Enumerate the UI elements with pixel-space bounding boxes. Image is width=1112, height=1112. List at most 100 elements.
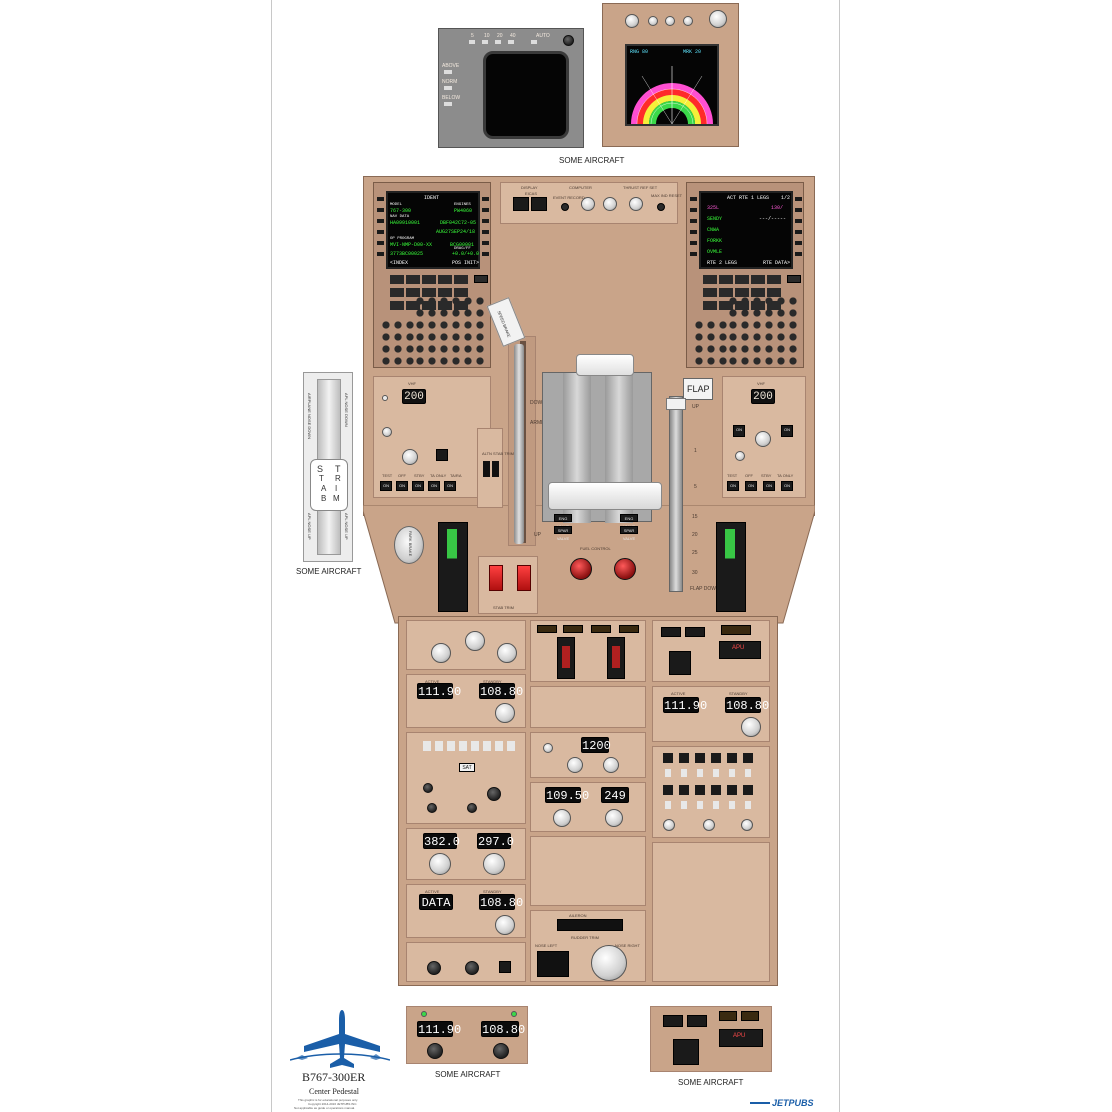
thrust-ref-set-knob[interactable] <box>629 197 643 211</box>
fuel-control-switch-right[interactable] <box>614 558 636 580</box>
xpndr-knob-2[interactable] <box>567 757 583 773</box>
audio-knob-2[interactable] <box>487 787 501 801</box>
apu-fire-handle[interactable]: APU <box>719 641 761 659</box>
cdu-right-exec-key[interactable] <box>787 275 801 283</box>
audio-right-buttons-1[interactable] <box>663 753 759 763</box>
left-panel-btn-3[interactable]: ON <box>412 481 424 491</box>
wx-ctl-knob-1[interactable] <box>431 643 451 663</box>
audio-right-knob-1[interactable] <box>663 819 675 831</box>
eicas-brightness-knob[interactable] <box>603 197 617 211</box>
left-panel-small-knob[interactable] <box>382 427 392 437</box>
cargo-fire-arm-fwd[interactable] <box>661 627 681 637</box>
wx-mode-knob[interactable] <box>665 16 675 26</box>
bottom-apu-fire-handle[interactable]: APU <box>719 1029 763 1047</box>
bottom-vhf-light-left <box>421 1011 427 1017</box>
park-brake-handle[interactable]: PARK BRAKE <box>394 526 424 564</box>
fuel-control-switch-left[interactable] <box>570 558 592 580</box>
altn-stab-switch-right[interactable] <box>492 461 499 477</box>
cdu-left-alpha-keys[interactable] <box>414 295 486 365</box>
nav-freq-knob[interactable] <box>553 809 571 827</box>
audio-knob-4[interactable] <box>467 803 477 813</box>
audio-right-buttons-2[interactable] <box>663 785 759 795</box>
bottom-cargo-disch[interactable] <box>673 1039 699 1065</box>
audio-right-knob-2[interactable] <box>703 819 715 831</box>
eicas-eng-button[interactable] <box>513 197 529 211</box>
speed-brake-lever[interactable] <box>514 344 524 544</box>
rudder-trim-knob[interactable] <box>591 945 627 981</box>
vhf-left-tune-knob[interactable] <box>495 703 515 723</box>
aileron-trim-switches[interactable] <box>537 951 569 977</box>
left-panel-btn-5[interactable]: ON <box>444 481 456 491</box>
cdu-right-lsk-left[interactable] <box>690 197 697 263</box>
xpndr-knob-1[interactable] <box>543 743 553 753</box>
altn-stab-switch-left[interactable] <box>483 461 490 477</box>
cdu-left-lsk-right[interactable] <box>482 197 489 263</box>
cdu-right-alpha-keys[interactable] <box>727 295 799 365</box>
fire-handle-right[interactable] <box>607 637 625 679</box>
adf-left-knob[interactable] <box>429 853 451 875</box>
fire-handle-left[interactable] <box>557 637 575 679</box>
stab-trim-cutout-left[interactable] <box>489 565 503 591</box>
audio-right-toggles[interactable] <box>665 769 757 777</box>
bottom-vhf-knob-left[interactable] <box>427 1043 443 1059</box>
range-buttons[interactable] <box>469 40 537 44</box>
audio-select-buttons[interactable] <box>423 741 515 751</box>
nav-crs-knob[interactable] <box>605 809 623 827</box>
bottom-cargo-arm-fwd[interactable] <box>663 1015 683 1027</box>
audio-knob-1[interactable] <box>423 783 433 793</box>
wx-ctl-knob-2[interactable] <box>465 631 485 651</box>
left-panel-btn-4[interactable]: ON <box>428 481 440 491</box>
wx-range-knob[interactable] <box>683 16 693 26</box>
cdu-right-lsk-right[interactable] <box>795 197 802 263</box>
mic-jack-1[interactable] <box>427 961 441 975</box>
cdu-left-numeric-keys[interactable] <box>380 319 416 365</box>
reverse-thrust-handles[interactable] <box>548 482 662 510</box>
brightness-knob[interactable] <box>563 35 574 46</box>
cargo-fire-arm-aft[interactable] <box>685 627 705 637</box>
hf-tune-knob[interactable] <box>495 915 515 935</box>
vhf-right-tune-knob[interactable] <box>741 717 761 737</box>
computer-select-knob[interactable] <box>581 197 595 211</box>
left-panel-btn-1[interactable]: ON <box>380 481 392 491</box>
adf-right-knob[interactable] <box>483 853 505 875</box>
right-panel-btn-3[interactable]: ON <box>763 481 775 491</box>
right-panel-knob[interactable] <box>755 431 771 447</box>
norm-button[interactable] <box>444 86 452 90</box>
mic-jack-button[interactable] <box>499 961 511 973</box>
above-button[interactable] <box>444 70 452 74</box>
right-panel-btn-4[interactable]: ON <box>781 481 793 491</box>
wx-gain-knob[interactable] <box>648 16 658 26</box>
eicas-stat-button[interactable] <box>531 197 547 211</box>
max-ind-reset-button[interactable] <box>657 203 665 211</box>
stab-trim-handle[interactable]: S T A B T R I M <box>310 459 348 511</box>
audio-right-toggles-2[interactable] <box>665 801 757 809</box>
cdu-left-lsk-left[interactable] <box>377 197 384 263</box>
flap-handle[interactable] <box>666 398 686 410</box>
wx-ctl-knob-3[interactable] <box>497 643 517 663</box>
wx-tilt-knob[interactable] <box>625 14 639 28</box>
bottom-cargo-arm-aft[interactable] <box>687 1015 707 1027</box>
right-panel-btn-a[interactable]: ON <box>733 425 745 437</box>
right-panel-small-knob[interactable] <box>735 451 745 461</box>
audio-right-knob-3[interactable] <box>741 819 753 831</box>
right-panel-btn-b[interactable]: ON <box>781 425 793 437</box>
cargo-fire-disch[interactable] <box>669 651 691 675</box>
cdu-right-numeric-keys[interactable] <box>693 319 729 365</box>
audio-knob-3[interactable] <box>427 803 437 813</box>
left-panel-toggle-1[interactable] <box>382 395 388 401</box>
cdu-left-exec-key[interactable] <box>474 275 488 283</box>
wx-brightness-knob[interactable] <box>709 10 727 28</box>
bottom-vhf-knob-right[interactable] <box>493 1043 509 1059</box>
left-panel-selector-knob[interactable] <box>402 449 418 465</box>
left-panel-button[interactable] <box>436 449 448 461</box>
mic-jack-2[interactable] <box>465 961 479 975</box>
event-record-button[interactable] <box>561 203 569 211</box>
stab-trim-cutout-right[interactable] <box>517 565 531 591</box>
thrust-lever-handle-top[interactable] <box>576 354 634 376</box>
left-panel-btn-2[interactable]: ON <box>396 481 408 491</box>
xpndr-knob-3[interactable] <box>603 757 619 773</box>
sat-button[interactable]: SAT <box>459 763 475 772</box>
right-panel-btn-2[interactable]: ON <box>745 481 757 491</box>
right-panel-btn-1[interactable]: ON <box>727 481 739 491</box>
below-button[interactable] <box>444 102 452 106</box>
